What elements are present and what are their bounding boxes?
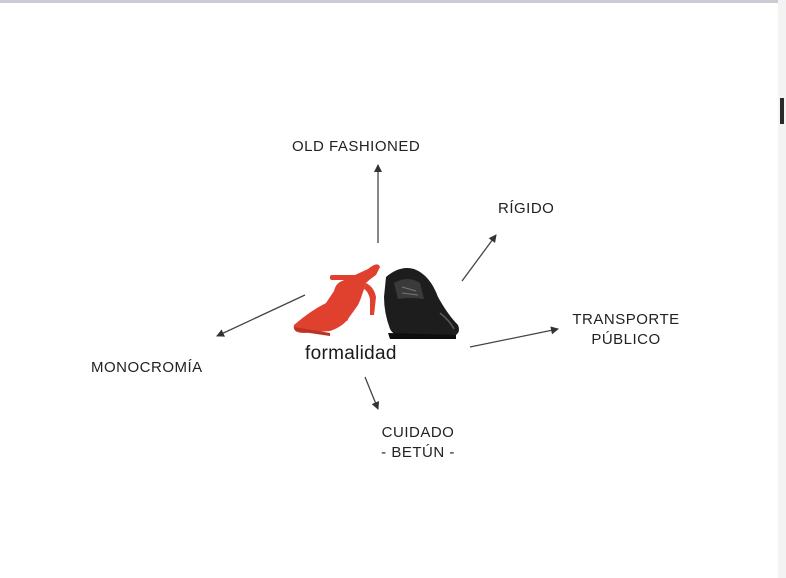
- arrow-transporte: [469, 326, 559, 348]
- black-oxford: [384, 268, 459, 339]
- label-transporte-line2: PÚBLICO: [591, 331, 661, 348]
- label-cuidado-line1: CUIDADO: [381, 424, 455, 441]
- scrollbar-thumb[interactable]: [780, 98, 784, 124]
- slide: OLD FASHIONED RÍGIDO TRANSPORTE PÚBLICO …: [0, 3, 778, 578]
- arrow-rigido: [461, 234, 497, 282]
- label-transporte-publico: TRANSPORTE PÚBLICO: [571, 310, 681, 350]
- label-cuidado-line2: - BETÚN -: [381, 444, 455, 461]
- label-old-fashioned: OLD FASHIONED: [292, 138, 421, 155]
- label-cuidado: CUIDADO - BETÚN -: [372, 423, 464, 463]
- arrow-cuidado: [364, 376, 380, 410]
- shoes-image: [293, 264, 459, 339]
- label-rigido: RÍGIDO: [498, 200, 555, 217]
- scrollbar[interactable]: [778, 0, 786, 578]
- red-sandal: [293, 264, 380, 336]
- label-transporte-line1: TRANSPORTE: [572, 311, 680, 328]
- arrows-layer: [216, 164, 559, 410]
- center-label: formalidad: [305, 343, 397, 364]
- arrow-monocromia: [216, 294, 306, 337]
- label-monocromia: MONOCROMÍA: [91, 359, 203, 376]
- window-top-border: [0, 0, 786, 3]
